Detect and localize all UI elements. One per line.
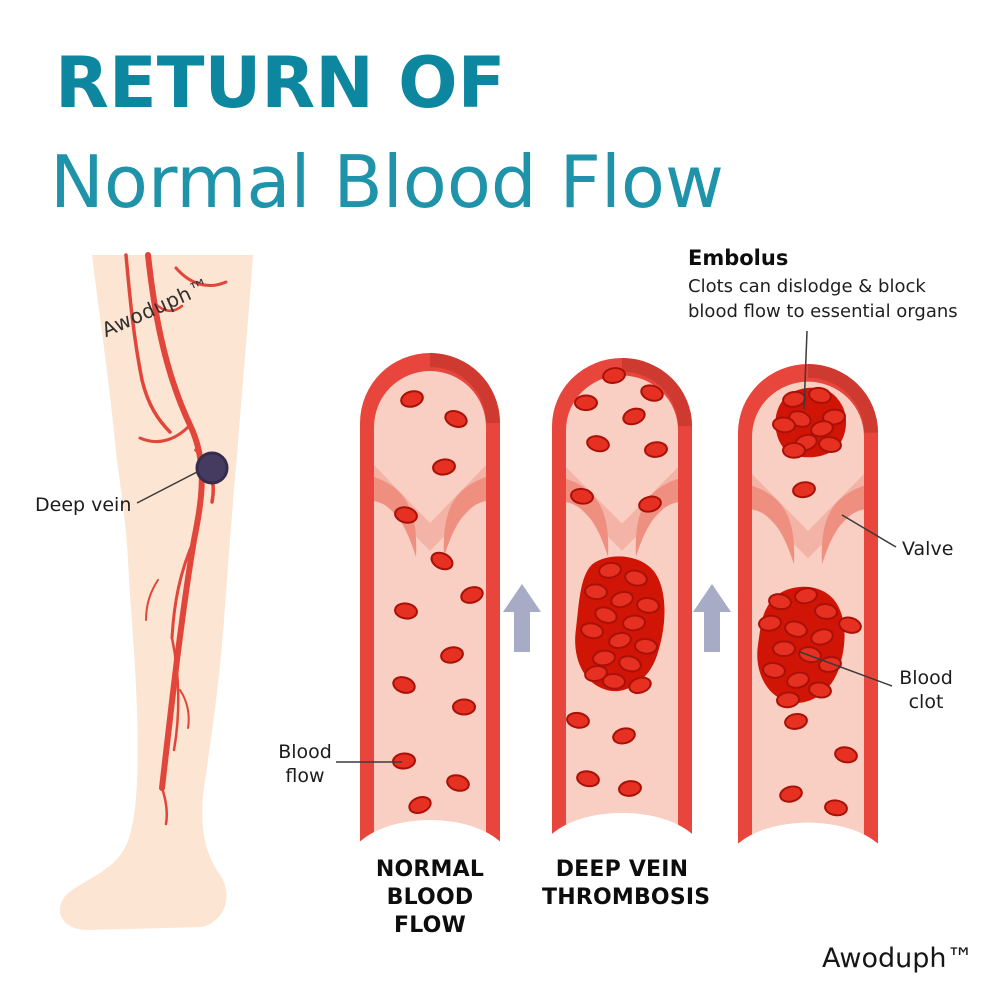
brand-footer: Awoduph™ <box>822 943 974 974</box>
caption-deep-vein-thrombosis: DEEP VEIN THROMBOSIS <box>542 856 711 912</box>
tube-wall-shade <box>808 364 878 433</box>
valve-flap-left <box>752 485 795 565</box>
caption-normal-blood-flow: NORMAL BLOOD FLOW <box>350 856 510 940</box>
caption-line2: BLOOD FLOW <box>386 885 474 938</box>
clot-cells <box>580 561 660 694</box>
leg-illustration <box>59 252 254 930</box>
blood-clot-label: Blood clot <box>896 666 956 714</box>
up-arrow-icon <box>503 584 541 652</box>
blood-cells-below <box>566 711 642 797</box>
tube-interior <box>374 371 486 853</box>
vein-tube-dvt <box>552 358 692 845</box>
blood-flow-label: Blood flow <box>276 740 334 788</box>
blood-clot-label-line1: Blood <box>899 667 953 689</box>
caption-line1: NORMAL <box>375 857 485 882</box>
valve-flap-right <box>821 485 864 565</box>
deep-vein-label: Deep vein <box>35 494 132 516</box>
tube-wall-shade <box>622 358 692 427</box>
embolus-description: Clots can dislodge & block blood flow to… <box>688 274 958 324</box>
page-title: RETURN OF <box>55 42 506 124</box>
valve-flap-left <box>374 477 417 557</box>
vein-tube-embolus <box>738 364 878 855</box>
valve-flap-right <box>635 478 678 557</box>
embolus-description-line2: blood flow to essential organs <box>688 301 958 322</box>
blood-cells <box>392 390 484 814</box>
caption-line2: THROMBOSIS <box>542 885 711 910</box>
deep-vein-node <box>195 451 229 485</box>
embolus-annotation: Embolus Clots can dislodge & block blood… <box>688 246 958 324</box>
blood-cells <box>570 367 668 513</box>
leg-skin <box>59 255 254 930</box>
valve-flap-right <box>443 477 486 557</box>
caption-line1: DEEP VEIN <box>555 857 689 882</box>
embolus-description-line1: Clots can dislodge & block <box>688 276 926 297</box>
tube-bottom-cut <box>738 822 878 855</box>
embolus-title: Embolus <box>688 246 789 270</box>
blood-clot-label-line2: clot <box>908 691 944 713</box>
embolus-cells <box>772 386 846 459</box>
blood-cells-below <box>779 616 862 817</box>
blood-flow-label-line1: Blood <box>278 741 332 763</box>
valve-label: Valve <box>902 538 954 560</box>
blood-flow-label-line2: flow <box>285 765 325 787</box>
tube-bottom-cut <box>360 820 500 853</box>
tube-bottom-cut <box>552 812 692 845</box>
up-arrow-icon <box>693 584 731 652</box>
vein-tube-normal <box>360 353 500 853</box>
tube-wall-shade <box>430 353 500 423</box>
page-subtitle: Normal Blood Flow <box>50 140 724 224</box>
